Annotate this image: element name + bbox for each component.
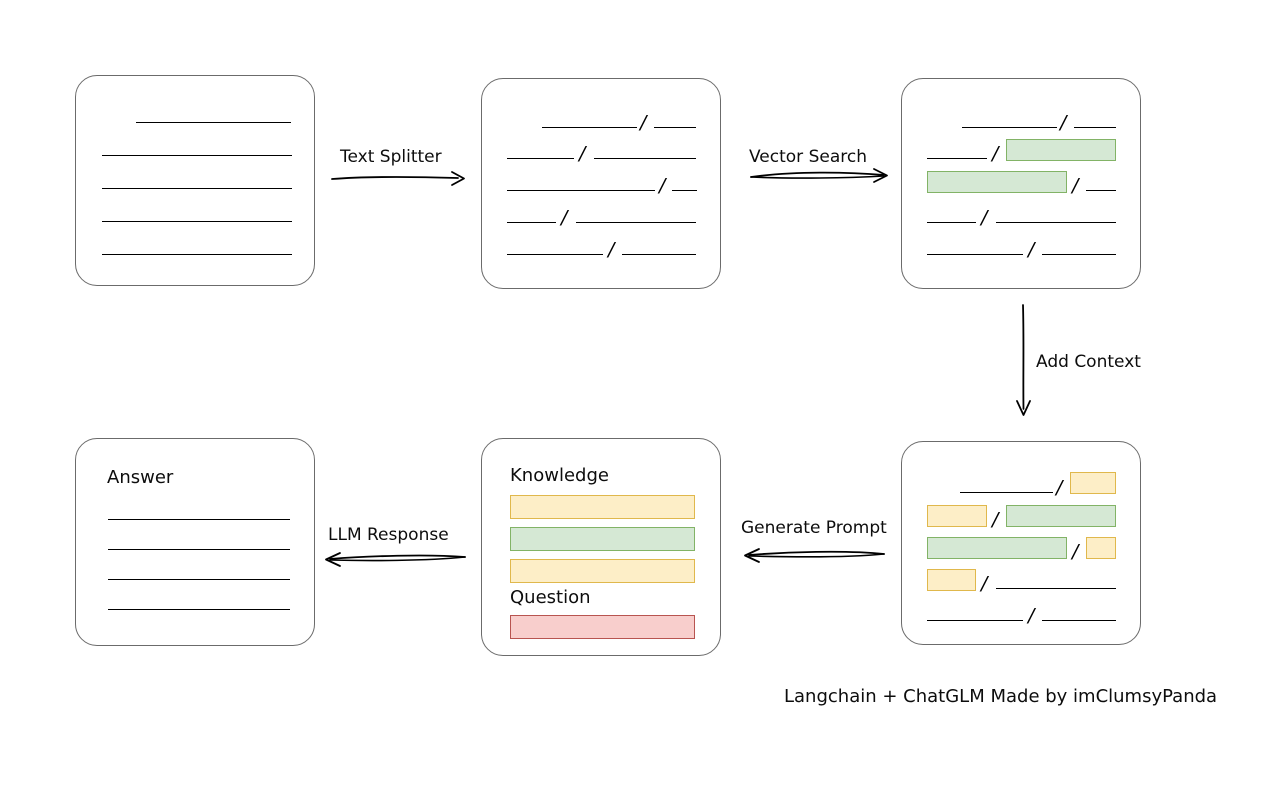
context-chunk-yellow[interactable] <box>1086 537 1116 559</box>
segment-separator: / <box>1028 238 1035 261</box>
document-line <box>102 188 292 189</box>
segment-separator: / <box>1072 174 1079 197</box>
text-segment <box>654 127 696 128</box>
context-chunk-yellow[interactable] <box>927 505 987 527</box>
text-segment <box>576 222 696 223</box>
text-segment <box>1042 620 1116 621</box>
arrow-label-text-splitter: Text Splitter <box>340 147 442 167</box>
generate-prompt-arrow <box>744 548 885 563</box>
answer-line <box>108 519 290 520</box>
prompt-box[interactable]: Knowledge Question <box>481 438 721 656</box>
credit-text: Langchain + ChatGLM Made by imClumsyPand… <box>784 686 1218 707</box>
segment-separator: / <box>1056 476 1063 499</box>
segment-separator: / <box>992 508 999 531</box>
text-segment <box>996 222 1116 223</box>
context-chunk-green[interactable] <box>927 537 1067 559</box>
answer-line <box>108 549 290 550</box>
text-segment <box>962 127 1057 128</box>
knowledge-bar-yellow[interactable] <box>510 559 695 583</box>
text-segment <box>542 127 637 128</box>
text-segment <box>927 222 976 223</box>
answer-box[interactable]: Answer <box>75 438 315 646</box>
document-line <box>102 254 292 255</box>
text-segment <box>927 620 1023 621</box>
segment-separator: / <box>561 206 568 229</box>
text-splitter-arrow <box>331 171 465 186</box>
segment-separator: / <box>640 111 647 134</box>
source-document-box[interactable] <box>75 75 315 286</box>
segment-separator: / <box>1028 604 1035 627</box>
answer-label: Answer <box>107 467 174 488</box>
text-segment <box>594 158 696 159</box>
text-segment <box>507 222 556 223</box>
text-segment <box>1042 254 1116 255</box>
llm-response-arrow <box>325 552 466 567</box>
text-segment <box>927 158 987 159</box>
question-label: Question <box>510 587 591 608</box>
text-segment <box>996 588 1116 589</box>
document-line <box>102 221 292 222</box>
segment-separator: / <box>659 174 666 197</box>
knowledge-bar-green[interactable] <box>510 527 695 551</box>
vector-search-arrow <box>750 168 888 183</box>
text-segment <box>1086 190 1116 191</box>
context-added-box[interactable]: / / / / / <box>901 441 1141 645</box>
knowledge-bar-yellow[interactable] <box>510 495 695 519</box>
retrieved-chunk-green[interactable] <box>927 171 1067 193</box>
question-bar-red[interactable] <box>510 615 695 639</box>
segment-separator: / <box>992 142 999 165</box>
answer-line <box>108 609 290 610</box>
document-line <box>136 122 291 123</box>
text-segment <box>507 190 655 191</box>
split-document-box[interactable]: / / / / / <box>481 78 721 289</box>
segment-separator: / <box>608 238 615 261</box>
text-segment <box>507 158 574 159</box>
add-context-arrow <box>1016 304 1031 416</box>
segment-separator: / <box>1060 111 1067 134</box>
retrieved-chunk-green[interactable] <box>1006 139 1116 161</box>
text-segment <box>622 254 696 255</box>
arrow-label-llm-response: LLM Response <box>328 525 449 545</box>
arrow-label-vector-search: Vector Search <box>749 147 867 167</box>
answer-line <box>108 579 290 580</box>
arrow-label-add-context: Add Context <box>1036 352 1141 372</box>
segment-separator: / <box>981 572 988 595</box>
document-line <box>102 155 292 156</box>
segment-separator: / <box>1072 540 1079 563</box>
text-segment <box>672 190 697 191</box>
text-segment <box>507 254 603 255</box>
arrow-label-generate-prompt: Generate Prompt <box>741 518 887 538</box>
segment-separator: / <box>579 142 586 165</box>
knowledge-label: Knowledge <box>510 465 609 486</box>
text-segment <box>927 254 1023 255</box>
vector-search-result-box[interactable]: / / / / / <box>901 78 1141 289</box>
segment-separator: / <box>981 206 988 229</box>
text-segment <box>1074 127 1116 128</box>
context-chunk-yellow[interactable] <box>1070 472 1116 494</box>
text-segment <box>960 492 1053 493</box>
context-chunk-green[interactable] <box>1006 505 1116 527</box>
context-chunk-yellow[interactable] <box>927 569 976 591</box>
